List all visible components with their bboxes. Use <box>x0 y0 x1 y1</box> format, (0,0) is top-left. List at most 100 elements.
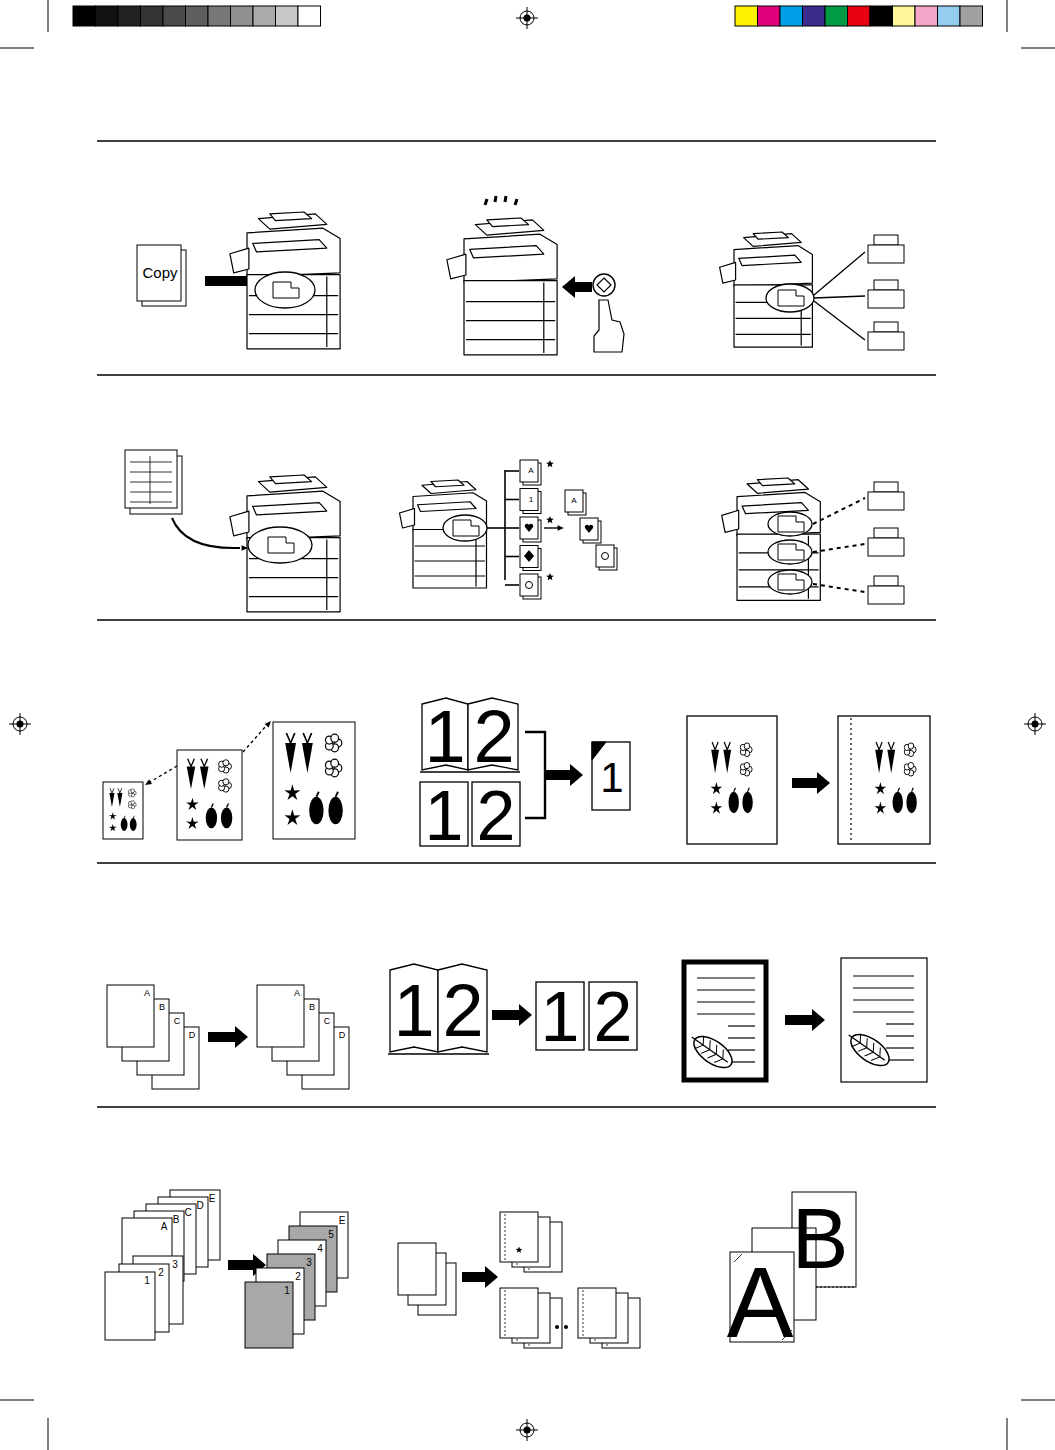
sheet <box>137 245 181 301</box>
text-line <box>853 999 914 1000</box>
block-arrow <box>492 1004 532 1026</box>
text-line <box>886 1023 914 1024</box>
star <box>546 516 554 523</box>
color-bar <box>735 6 758 26</box>
book-base <box>388 1053 489 1054</box>
block-arrow <box>792 772 830 794</box>
bracket <box>525 732 545 818</box>
crop-mark <box>1007 0 1008 32</box>
block-arrow <box>545 764 583 786</box>
printer <box>874 528 898 538</box>
table-line <box>150 456 151 504</box>
sheet-label: B <box>159 1003 165 1012</box>
sheet-label: A <box>161 1222 168 1232</box>
hand <box>594 300 624 352</box>
registration-mark <box>527 1419 528 1441</box>
sheet-label: Copy <box>142 265 177 280</box>
text-line <box>697 1001 755 1002</box>
registration-mark <box>527 7 528 29</box>
leaf-picture <box>842 1026 894 1072</box>
sheet-label: 1 <box>144 1276 150 1286</box>
flash-mark <box>485 199 487 205</box>
crop-mark <box>1021 48 1055 49</box>
text-line <box>728 1025 755 1026</box>
section-rule <box>97 862 936 864</box>
bracket <box>504 470 506 580</box>
sheet <box>500 1288 538 1338</box>
sheet <box>520 546 538 568</box>
sheet <box>580 518 598 540</box>
text-line <box>853 987 914 988</box>
copier <box>400 480 487 588</box>
vegetable-picture <box>875 742 917 814</box>
printer <box>874 576 898 586</box>
table-line <box>130 492 172 493</box>
color-bar <box>960 6 983 26</box>
crop-mark <box>48 1418 49 1450</box>
sheet <box>273 722 355 839</box>
color-bar <box>848 6 871 26</box>
sheet <box>565 490 583 512</box>
section-rule <box>97 1106 936 1108</box>
leaf-picture <box>685 1028 737 1074</box>
circle-symbol <box>602 553 609 560</box>
highlight-ellipse <box>255 272 315 308</box>
output-tray <box>778 574 804 590</box>
color-bar <box>208 6 231 26</box>
sheet-label: 2 <box>158 1268 164 1278</box>
text-line <box>886 1035 914 1036</box>
sheet-label: 3 <box>172 1260 178 1270</box>
table-line <box>130 502 172 503</box>
printer <box>868 586 904 604</box>
color-bar <box>780 6 803 26</box>
printer <box>868 538 904 556</box>
copier <box>722 478 821 600</box>
registration-mark <box>1035 713 1036 735</box>
page-figure: 2 <box>473 700 514 774</box>
sheet-label: C <box>324 1017 331 1026</box>
registration-mark <box>20 713 21 735</box>
block-arrow <box>462 1266 498 1288</box>
page-figure: 1 <box>600 757 623 799</box>
sheet-label: 4 <box>317 1244 323 1254</box>
sheet-label: A <box>528 467 533 475</box>
sheet-label: A <box>144 989 150 998</box>
sheet <box>105 1272 155 1340</box>
bracket <box>505 584 519 586</box>
block-arrow <box>562 276 592 298</box>
sheet <box>500 1212 538 1262</box>
connection-line <box>814 252 865 295</box>
connection-line <box>814 301 865 340</box>
sheet <box>578 1288 616 1338</box>
arrow-line <box>544 527 558 528</box>
arrow-head <box>558 525 564 530</box>
vegetable-picture <box>284 733 342 825</box>
book-page <box>438 964 487 1052</box>
sheet-label: A <box>571 497 576 505</box>
color-bar <box>893 6 916 26</box>
sheet <box>596 545 614 567</box>
output-tray <box>453 520 479 536</box>
sheet-label: 1 <box>529 496 533 504</box>
output-tray <box>778 516 804 532</box>
bracket <box>505 470 519 472</box>
text-line <box>886 1047 914 1048</box>
table-line <box>130 462 172 463</box>
page-figure: 1 <box>541 982 580 1052</box>
highlight-ellipse <box>768 540 812 564</box>
staple-line <box>583 1290 584 1336</box>
sheet <box>103 782 143 839</box>
bracket <box>505 556 519 558</box>
sheet-label: C <box>174 1017 181 1026</box>
crop-mark <box>0 1400 34 1401</box>
color-bar <box>73 6 96 26</box>
copier <box>447 218 557 355</box>
page-figure: 2 <box>442 974 483 1048</box>
vegetable-picture <box>711 742 753 814</box>
output-tray <box>268 537 294 553</box>
vegetable-picture <box>186 759 232 829</box>
highlight-ellipse <box>248 527 312 563</box>
diamond-symbol <box>524 550 534 562</box>
block-arrow <box>785 1009 825 1031</box>
sheet-label: E <box>339 1216 346 1226</box>
